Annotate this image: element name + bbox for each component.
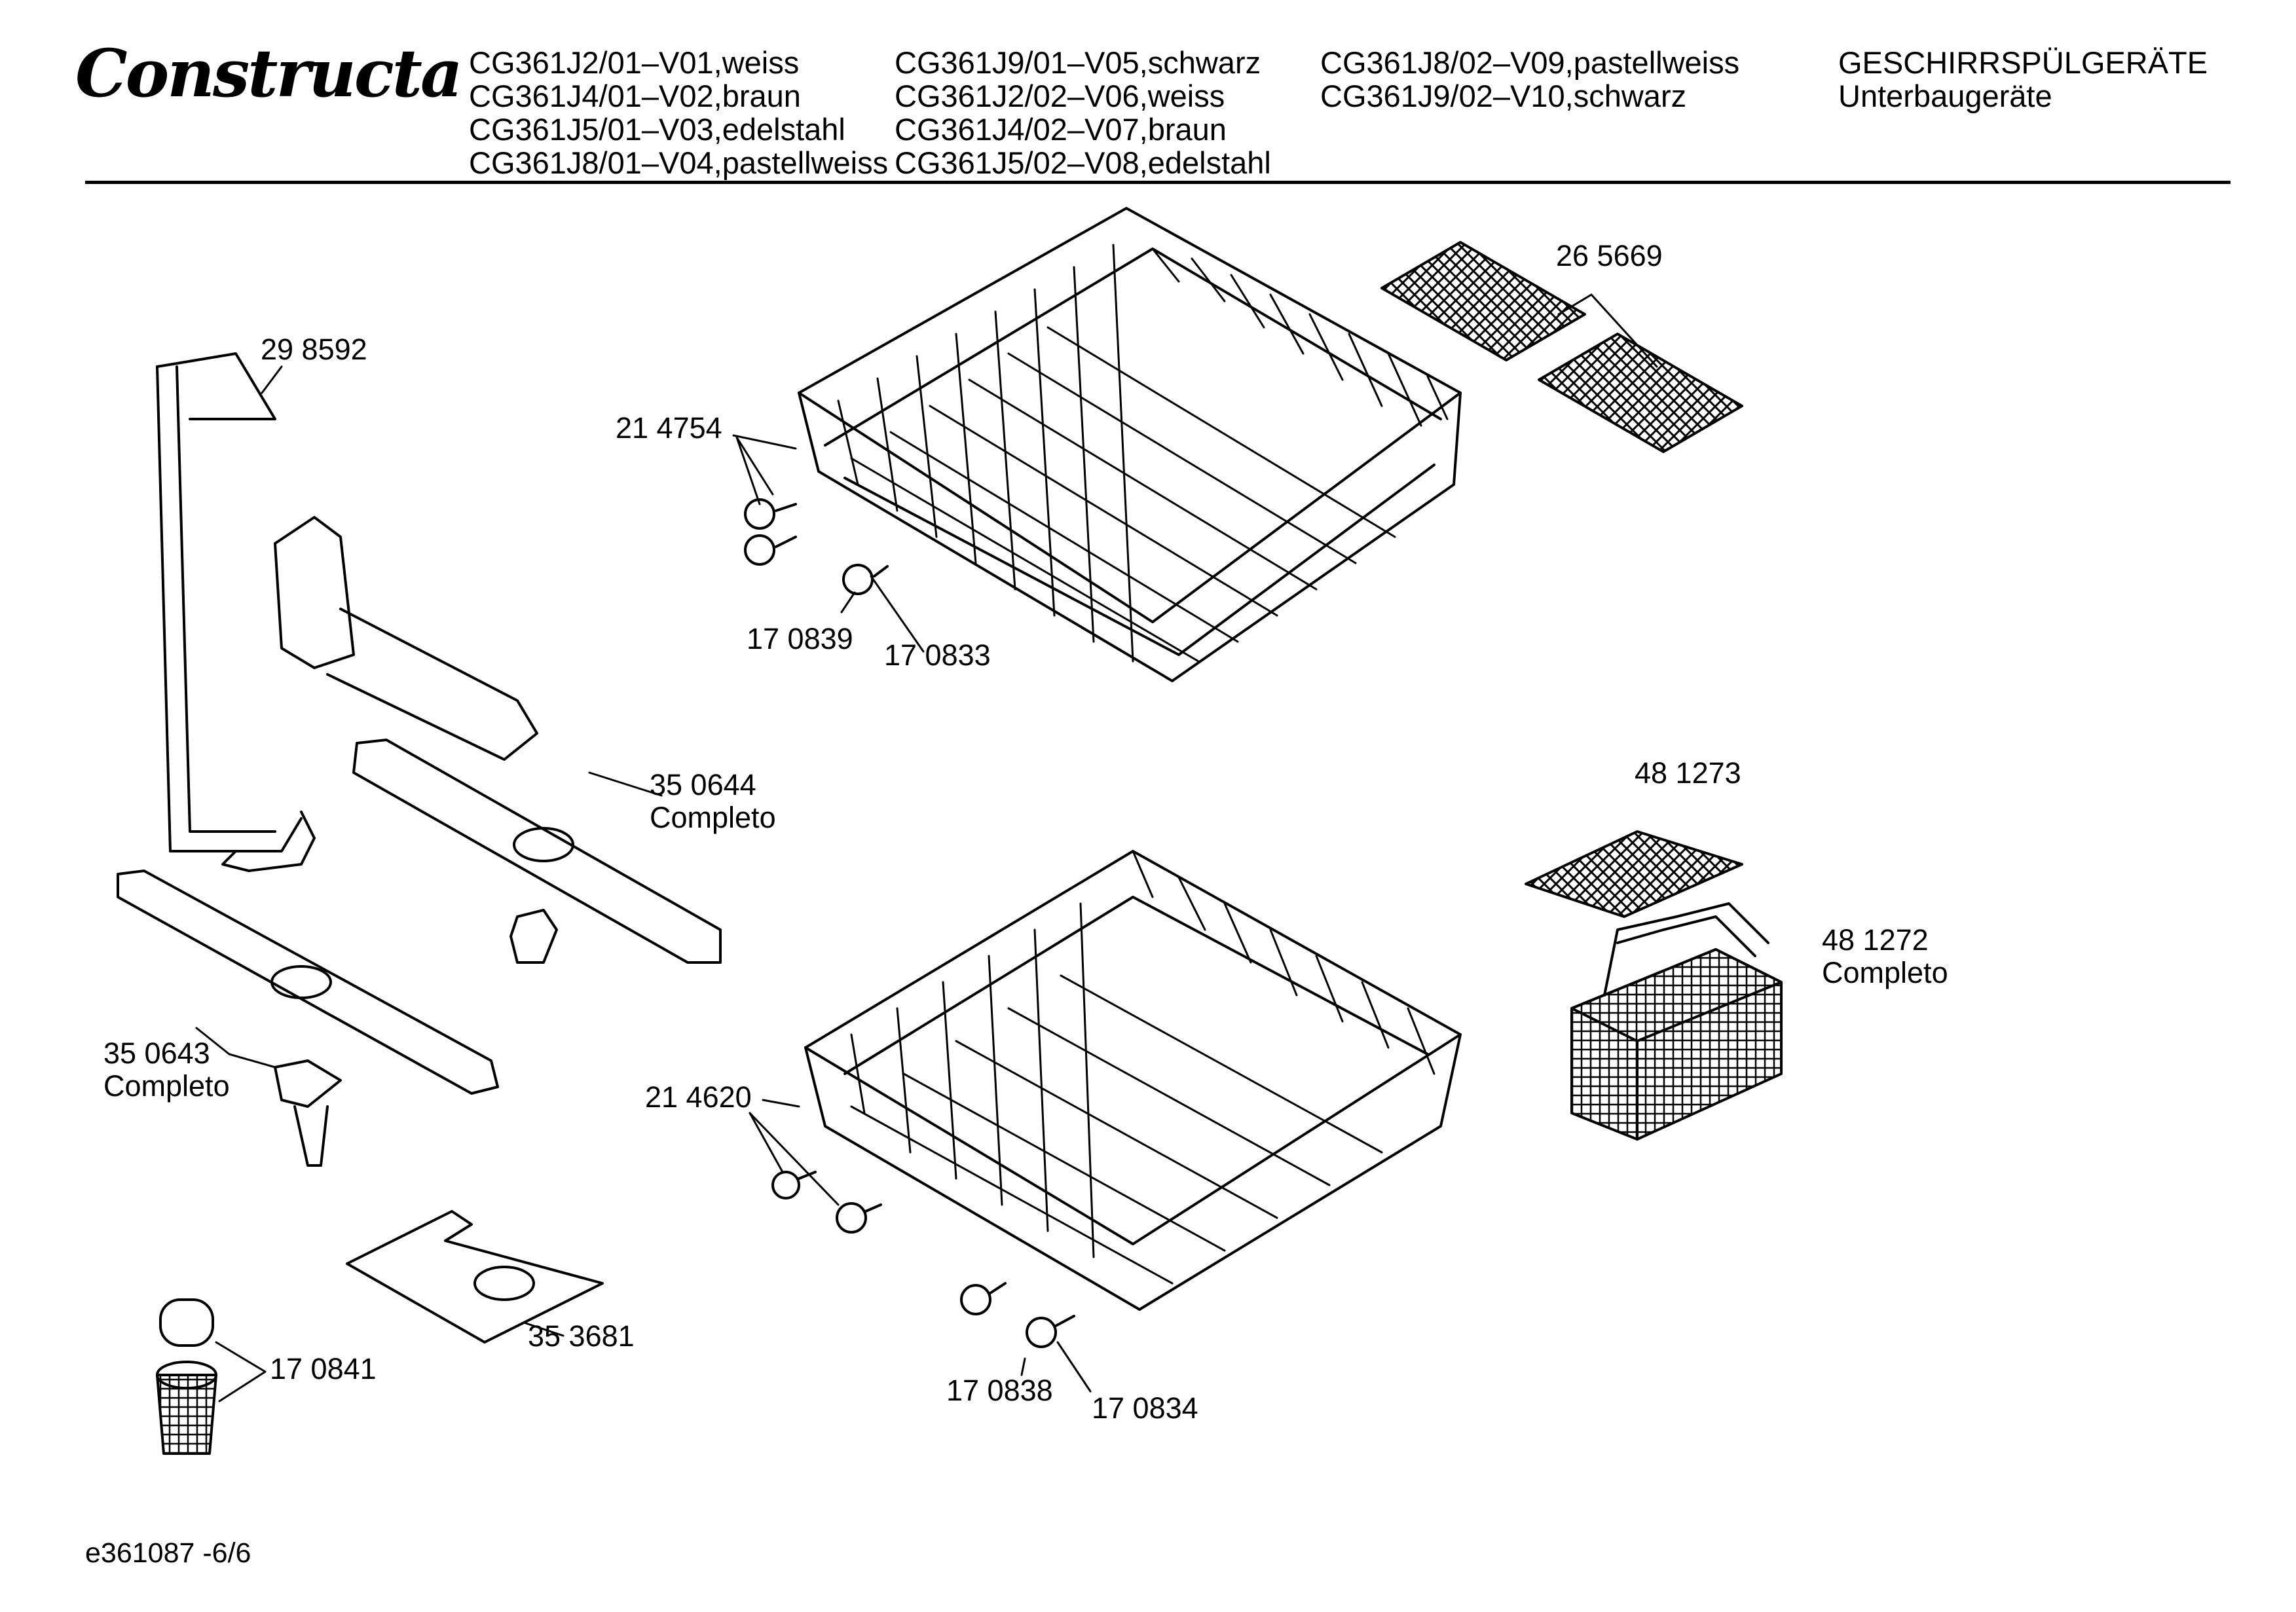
model-list-column-3: CG361J8/02–V09,pastellweiss CG361J9/02–V… [1320,46,1739,113]
model-item: CG361J2/02–V06,weiss [895,79,1225,113]
spray-supply-pipe-drawing [156,352,316,872]
part-label-170838: 17 0838 [946,1374,1053,1407]
fine-filter-drawing [156,1298,217,1455]
part-label-170834: 17 0834 [1092,1391,1198,1425]
part-label-481273: 48 1273 [1635,756,1741,790]
part-label-481272: 48 1272 [1822,923,1929,957]
model-item: CG361J9/01–V05,schwarz [895,45,1261,80]
part-label-170839: 17 0839 [747,622,853,655]
cutlery-cover-drawing [1525,830,1743,918]
model-item: CG361J4/01–V02,braun [469,79,801,113]
lower-spray-arm-drawing [117,870,499,1167]
title-sub: Unterbaugeräte [1838,79,2052,113]
part-label-214620: 21 4620 [645,1080,752,1114]
spray-arm-holder-drawing [274,516,538,761]
model-item: CG361J2/01–V01,weiss [469,45,800,80]
document-title: GESCHIRRSPÜLGERÄTE Unterbaugeräte [1838,46,2208,113]
part-label-350643-sub: Completo [103,1069,230,1103]
upper-basket-drawing [744,207,1462,682]
filter-plate-drawing [346,1210,604,1344]
model-item: CG361J5/01–V03,edelstahl [469,112,845,147]
model-list-column-1: CG361J2/01–V01,weiss CG361J4/01–V02,brau… [469,46,888,179]
model-item: CG361J5/02–V08,edelstahl [895,145,1271,180]
cup-rack-drawing [1380,241,1743,453]
part-label-170841: 17 0841 [270,1352,377,1385]
part-label-214754: 21 4754 [616,411,722,445]
part-label-481272-sub: Completo [1822,956,1948,989]
part-label-350644-sub: Completo [650,801,776,834]
part-label-170833: 17 0833 [884,638,991,672]
leader-lines [195,293,1658,1402]
cutlery-basket-drawing [1570,902,1783,1141]
part-label-350644: 35 0644 [650,768,756,801]
model-list-column-2: CG361J9/01–V05,schwarz CG361J2/02–V06,we… [895,46,1271,179]
drawing-code: e361087 -6/6 [85,1537,251,1569]
upper-spray-arm-drawing [352,739,722,964]
title-main: GESCHIRRSPÜLGERÄTE [1838,45,2208,80]
part-label-298592: 29 8592 [261,333,367,366]
brand-logo: Constructa [75,35,463,112]
part-label-350643: 35 0643 [103,1036,210,1070]
part-label-353681: 35 3681 [528,1319,635,1353]
model-item: CG361J8/01–V04,pastellweiss [469,145,889,180]
header-rule [85,181,2231,184]
part-label-265669: 26 5669 [1556,239,1663,272]
model-item: CG361J8/02–V09,pastellweiss [1320,45,1740,80]
model-item: CG361J4/02–V07,braun [895,112,1227,147]
model-item: CG361J9/02–V10,schwarz [1320,79,1687,113]
lower-basket-drawing [771,850,1462,1348]
